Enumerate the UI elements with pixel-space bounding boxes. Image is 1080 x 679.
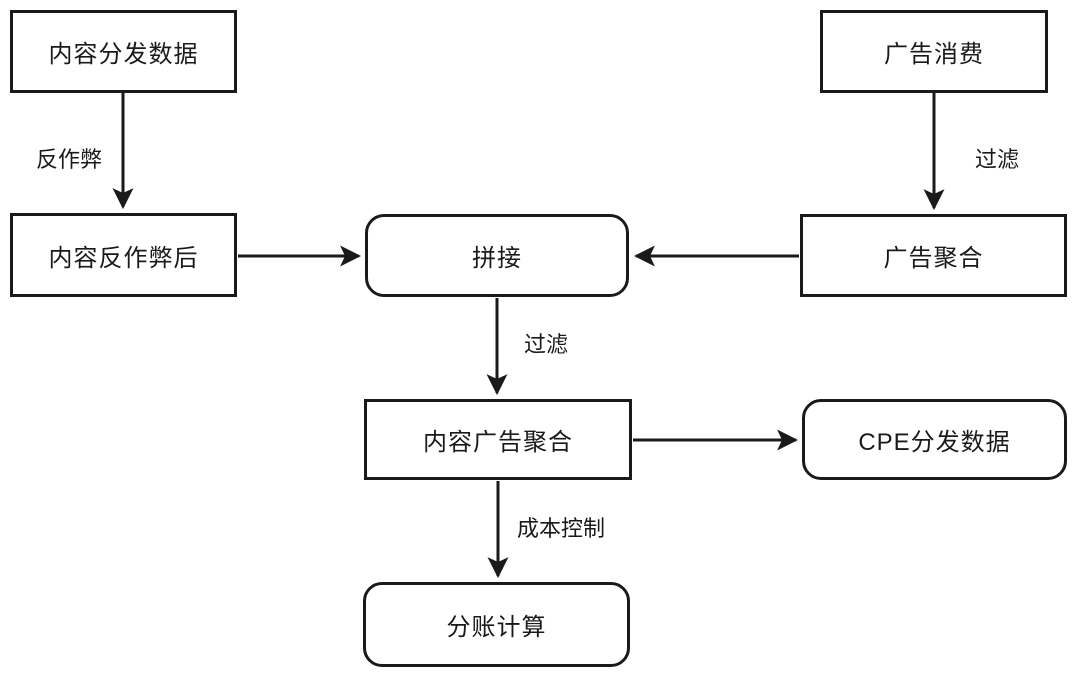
edge-label-cost-control: 成本控制 — [517, 516, 606, 541]
node-ad-consumption: 广告消费 — [820, 10, 1048, 93]
node-join: 拼接 — [365, 214, 629, 297]
node-content-ad-aggregation: 内容广告聚合 — [364, 399, 632, 480]
node-settlement-calculation: 分账计算 — [363, 582, 630, 667]
edge-label-antifraud: 反作弊 — [36, 147, 103, 172]
node-cpe-distribution-data: CPE分发数据 — [802, 399, 1067, 480]
node-ad-aggregation: 广告聚合 — [800, 214, 1067, 297]
node-content-distribution-data: 内容分发数据 — [10, 10, 237, 93]
node-content-after-antifraud: 内容反作弊后 — [10, 213, 237, 297]
edge-label-filter-join: 过滤 — [524, 332, 569, 357]
edge-label-filter-ad: 过滤 — [975, 147, 1020, 172]
